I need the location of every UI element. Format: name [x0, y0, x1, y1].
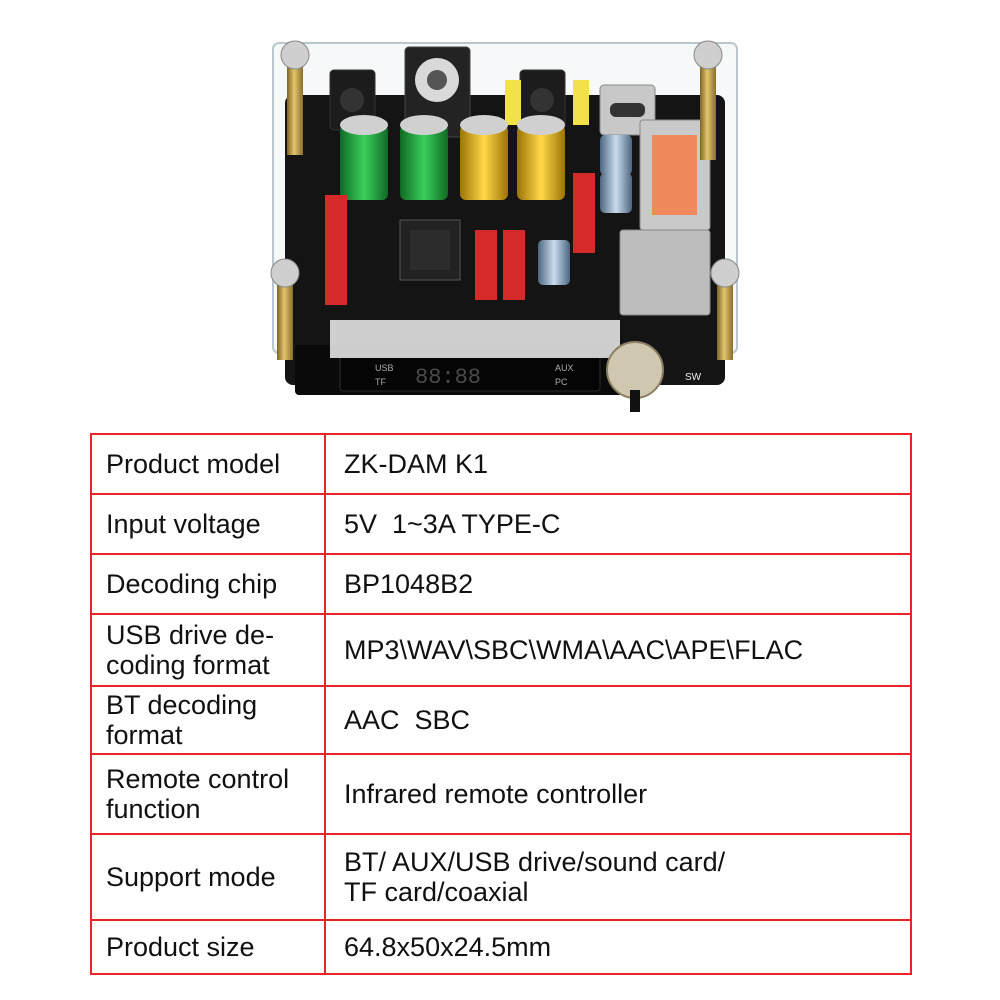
product-photo: USB TF 88:88 AUX PC SW	[270, 40, 740, 412]
tf-card-slot	[619, 229, 711, 316]
decoding-chip	[399, 219, 461, 281]
spec-value-line: BT/ AUX/USB drive/sound card/	[344, 847, 726, 877]
green-capacitor	[400, 115, 448, 200]
film-capacitor	[505, 80, 521, 125]
spec-label: Input voltage	[90, 493, 326, 555]
spec-value: MP3\WAV\SBC\WMA\AAC\APE\FLAC	[324, 613, 912, 687]
svg-text:USB: USB	[375, 363, 394, 373]
spec-label-line: Product size	[106, 932, 255, 962]
spec-value: Infrared remote controller	[324, 753, 912, 835]
spec-label-line: BT decoding	[106, 690, 258, 720]
spec-label: Support mode	[90, 833, 326, 921]
table-row: Decoding chip BP1048B2	[90, 553, 912, 615]
svg-text:SW: SW	[685, 372, 702, 383]
spec-value-line: ZK-DAM K1	[344, 449, 489, 479]
spec-table-body: Product model ZK-DAM K1 Input voltage 5V 1~…	[90, 433, 912, 975]
gold-capacitor	[517, 115, 565, 200]
display-window	[330, 320, 620, 358]
spec-label: Product model	[90, 433, 326, 495]
spec-label: Decoding chip	[90, 553, 326, 615]
spec-value: ZK-DAM K1	[324, 433, 912, 495]
table-row: Product size 64.8x50x24.5mm	[90, 919, 912, 975]
table-row: Input voltage 5V 1~3A TYPE-C	[90, 493, 912, 555]
table-row: Support mode BT/ AUX/USB drive/sound card…	[90, 833, 912, 921]
red-capacitors	[325, 173, 595, 305]
standoff-bottom-right	[710, 258, 740, 360]
green-capacitor	[340, 115, 388, 200]
spec-label-line: coding format	[106, 650, 270, 680]
spec-value-line: MP3\WAV\SBC\WMA\AAC\APE\FLAC	[344, 635, 804, 665]
standoff-top-left	[280, 40, 310, 155]
spec-value-line: Infrared remote controller	[344, 779, 648, 809]
svg-text:PC: PC	[555, 377, 568, 387]
standoff-top-right	[693, 40, 723, 160]
svg-text:AUX: AUX	[555, 363, 574, 373]
spec-label-line: Product model	[106, 449, 281, 479]
usb-a-port	[639, 119, 711, 231]
film-capacitor	[573, 80, 589, 125]
spec-label-line: function	[106, 794, 201, 824]
spec-value-line: 64.8x50x24.5mm	[344, 932, 552, 962]
gold-capacitor	[460, 115, 508, 200]
spec-label-line: USB drive de-	[106, 620, 275, 650]
spec-label-line: Remote control	[106, 764, 290, 794]
spec-value-line: 5V 1~3A TYPE-C	[344, 509, 561, 539]
svg-text:88:88: 88:88	[415, 365, 481, 390]
spec-label-line: Decoding chip	[106, 569, 278, 599]
spec-value: 5V 1~3A TYPE-C	[324, 493, 912, 555]
spec-value-line: TF card/coaxial	[344, 877, 529, 907]
spec-value: AAC SBC	[324, 685, 912, 755]
svg-text:TF: TF	[375, 377, 386, 387]
volume-knob	[606, 341, 664, 399]
audio-jack-right	[519, 69, 566, 131]
spec-label-line: Input voltage	[106, 509, 261, 539]
spec-value-line: BP1048B2	[344, 569, 474, 599]
spec-value-line: AAC SBC	[344, 705, 471, 735]
blue-capacitor	[538, 135, 632, 285]
spec-value: BP1048B2	[324, 553, 912, 615]
spec-label: Product size	[90, 919, 326, 975]
led-display: USB TF 88:88 AUX PC	[339, 354, 601, 392]
audio-jack-left	[329, 69, 376, 131]
spec-table: Product model ZK-DAM K1 Input voltage 5V 1~…	[90, 433, 912, 975]
table-row: USB drive de-coding format MP3\WAV\SBC\WM…	[90, 613, 912, 687]
spec-label: USB drive de-coding format	[90, 613, 326, 687]
spec-value: BT/ AUX/USB drive/sound card/TF card/coa…	[324, 833, 912, 921]
standoff-bottom-left	[270, 258, 300, 360]
spec-label-line: Support mode	[106, 862, 276, 892]
power-switch	[630, 390, 640, 412]
spec-label-line: format	[106, 720, 183, 750]
table-row: Product model ZK-DAM K1	[90, 433, 912, 495]
spec-value: 64.8x50x24.5mm	[324, 919, 912, 975]
